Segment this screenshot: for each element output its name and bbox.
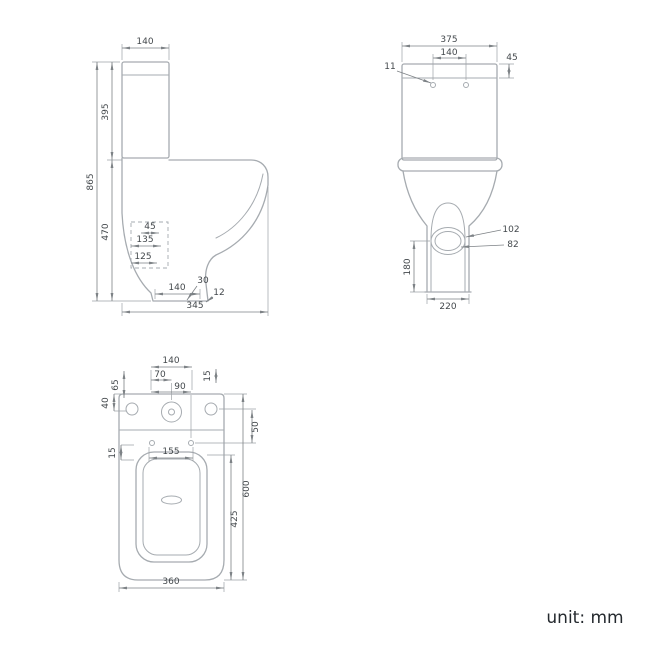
side-tank-outline xyxy=(121,61,170,159)
dim-side-top-width: 140 xyxy=(136,37,153,47)
front-body-left-side xyxy=(402,170,428,293)
dim-front-overall-width: 375 xyxy=(440,35,457,45)
top-view: 140 70 90 15 65 40 50 155 15 600 425 360 xyxy=(101,356,261,592)
dim-top-90: 90 xyxy=(174,382,186,392)
leader-line-front-102 xyxy=(465,229,502,238)
dim-top-50: 50 xyxy=(251,421,261,433)
top-bowl-opening-outer xyxy=(135,451,208,563)
dim-top-15-left: 15 xyxy=(108,447,118,458)
side-bowl-outline xyxy=(121,157,269,302)
front-tank-outline xyxy=(401,63,498,161)
dim-top-140: 140 xyxy=(162,356,179,366)
dim-side-135: 135 xyxy=(136,235,153,245)
front-seat-edge xyxy=(397,157,503,172)
dim-front-hole-diameter: 11 xyxy=(384,62,395,72)
dim-side-30: 30 xyxy=(197,276,209,286)
dim-top-70: 70 xyxy=(154,370,166,380)
dim-top-425: 425 xyxy=(230,510,240,527)
dim-top-155: 155 xyxy=(162,447,179,457)
top-left-corner-hole xyxy=(125,402,139,416)
side-extension-lines xyxy=(92,44,269,316)
top-inlet-circle xyxy=(161,401,182,423)
unit-label: unit: mm xyxy=(546,608,623,628)
dim-top-overall-width: 360 xyxy=(162,577,179,587)
dim-front-trap-height: 180 xyxy=(403,258,413,275)
dim-top-40: 40 xyxy=(101,397,111,409)
top-inlet-center xyxy=(168,408,175,416)
top-extension-lines xyxy=(114,370,256,592)
top-left-seat-hole xyxy=(149,440,155,446)
dim-top-overall-length: 600 xyxy=(242,480,252,497)
top-bowl-opening-inner xyxy=(142,458,201,556)
side-rim-inner-line xyxy=(215,173,264,239)
top-body-outline xyxy=(118,393,225,581)
leader-line-front-11 xyxy=(396,70,432,84)
dim-side-tank-height: 395 xyxy=(101,103,111,120)
dim-front-hole-spacing: 140 xyxy=(440,48,457,58)
leader-line-side-12 xyxy=(205,296,214,303)
top-right-corner-hole xyxy=(204,402,218,416)
dim-front-base-width: 220 xyxy=(439,302,456,312)
dim-side-bowl-height: 470 xyxy=(101,223,111,240)
dim-front-trap-outer: 102 xyxy=(502,225,519,235)
dim-front-45: 45 xyxy=(506,53,517,63)
dim-side-45: 45 xyxy=(144,222,155,232)
dim-top-15-top: 15 xyxy=(203,370,213,381)
top-flush-outlet-oval xyxy=(161,495,182,505)
front-body-right-side xyxy=(468,170,498,293)
front-left-fixing-hole xyxy=(430,82,436,88)
leader-line-side-30 xyxy=(186,285,198,301)
front-view: 375 140 45 11 102 82 180 220 xyxy=(384,35,519,312)
top-right-seat-hole xyxy=(188,440,194,446)
side-view: 140 865 395 470 45 135 125 30 140 12 345 xyxy=(86,37,269,316)
dim-top-65: 65 xyxy=(111,379,121,390)
dim-side-125: 125 xyxy=(134,252,151,262)
dim-side-overall-height: 865 xyxy=(86,173,96,190)
dim-side-bottom-depth: 140 xyxy=(168,283,185,293)
leader-line-front-82 xyxy=(460,244,505,249)
front-right-fixing-hole xyxy=(463,82,469,88)
front-trap-outer-oval xyxy=(430,227,466,255)
front-trap-inner-oval xyxy=(434,231,462,251)
front-pedestal-arch xyxy=(430,202,466,293)
dim-side-overall-depth: 345 xyxy=(186,301,203,311)
dim-side-12: 12 xyxy=(213,288,224,298)
dim-front-trap-inner: 82 xyxy=(507,240,518,250)
